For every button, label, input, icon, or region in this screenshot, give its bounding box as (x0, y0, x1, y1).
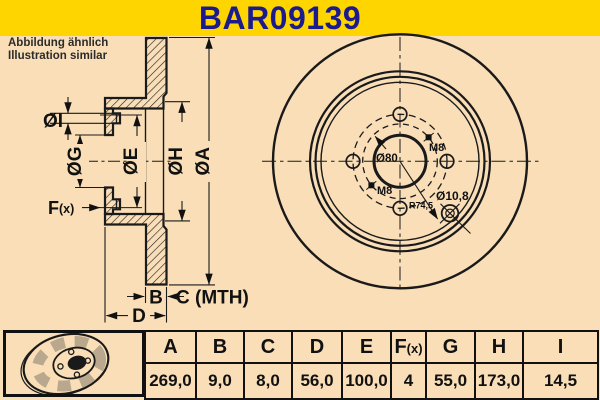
header-d: D (291, 330, 343, 364)
front-view-labels: Ø80 M8 M8 Ø10,8 R74,5 (376, 142, 469, 211)
value-a: 269,0 (144, 362, 197, 400)
label-hole-radius: R74,5 (409, 201, 433, 211)
label-m8-lower: M8 (377, 185, 392, 197)
bolt-holes (345, 106, 455, 216)
label-c-mth: C (MTH) (176, 288, 249, 309)
value-d: 56,0 (291, 362, 343, 400)
label-dia-h: ØH (166, 147, 187, 176)
thread-markers (365, 132, 435, 190)
note-line-de: Abbildung ähnlich (8, 37, 109, 49)
outer-diameter-circle (271, 33, 529, 290)
value-g: 55,0 (425, 362, 476, 400)
label-hole-dia: Ø10,8 (436, 189, 469, 203)
value-f: 4 (390, 362, 427, 400)
hat-plate-upper-section (103, 107, 122, 137)
label-b: B (149, 288, 163, 309)
header-i: I (522, 330, 599, 364)
bore-leader-arrow (374, 136, 387, 150)
header-e: E (341, 330, 392, 364)
bolt-hole-bottom (392, 200, 408, 216)
section-dimension-labels: ØI ØG ØE ØH ØA F(x) B C (MTH) D (43, 111, 249, 327)
section-dimensions (50, 36, 215, 323)
hat-plate-lower-section (103, 186, 122, 216)
illustration-note: Abbildung ähnlich Illustration similar (8, 37, 108, 63)
label-dia-g: ØG (65, 147, 86, 177)
label-dia-a: ØA (193, 147, 214, 176)
header-c: C (243, 330, 293, 364)
table-header-row: A B C D E F(x) G H I (144, 330, 599, 364)
header-a: A (144, 330, 197, 364)
value-i: 14,5 (522, 362, 599, 400)
value-h: 173,0 (474, 362, 524, 400)
thread-circle-dashed (362, 123, 438, 200)
label-f: F(x) (48, 198, 74, 218)
label-bore-circle: Ø80 (376, 153, 398, 165)
brake-band-lower-section (103, 212, 168, 286)
bolt-hole-right (439, 153, 455, 169)
label-dia-e: ØE (121, 148, 142, 175)
header-h: H (474, 330, 524, 364)
brake-disc-icon-box (3, 330, 145, 397)
header-g: G (425, 330, 476, 364)
section-view: ØI ØG ØE ØH ØA F(x) B C (MTH) D (43, 36, 249, 327)
front-view: Ø80 M8 M8 Ø10,8 R74,5 (262, 33, 540, 291)
center-bore-circle (372, 133, 428, 189)
brake-disc-icon (20, 332, 110, 397)
bolt-hole-left (345, 153, 361, 169)
technical-drawing: ØI ØG ØE ØH ØA F(x) B C (MTH) D (43, 33, 540, 327)
brake-band-upper-section (103, 36, 168, 110)
hat-edge-circle (320, 81, 480, 242)
note-line-en: Illustration similar (8, 50, 108, 62)
label-d: D (132, 306, 146, 327)
header-f: F(x) (390, 330, 427, 364)
table-value-row: 269,0 9,0 8,0 56,0 100,0 4 55,0 173,0 14… (144, 362, 599, 400)
header-b: B (195, 330, 245, 364)
label-m8-upper: M8 (429, 142, 444, 154)
small-hole-symbol (439, 203, 471, 234)
thread-marker-lower (368, 182, 375, 189)
bolt-hole-top (392, 106, 408, 122)
title-banner: BAR09139 (0, 0, 600, 36)
label-dia-i: ØI (43, 111, 63, 132)
braking-surface-inner-circle-1 (308, 70, 492, 253)
braking-surface-inner-circle-2 (314, 75, 486, 247)
section-label-backgrounds (71, 142, 218, 182)
dimension-table-bar: A B C D E F(x) G H I 269,0 9,0 8,0 56,0 … (3, 330, 599, 400)
dimension-table: A B C D E F(x) G H I 269,0 9,0 8,0 56,0 … (144, 330, 599, 400)
thread-marker-upper (425, 134, 432, 141)
page-title: BAR09139 (198, 0, 362, 36)
value-b: 9,0 (195, 362, 245, 400)
value-c: 8,0 (243, 362, 293, 400)
bolt-circle-dashed (352, 113, 448, 209)
value-e: 100,0 (341, 362, 392, 400)
radius-arrow (399, 160, 439, 220)
